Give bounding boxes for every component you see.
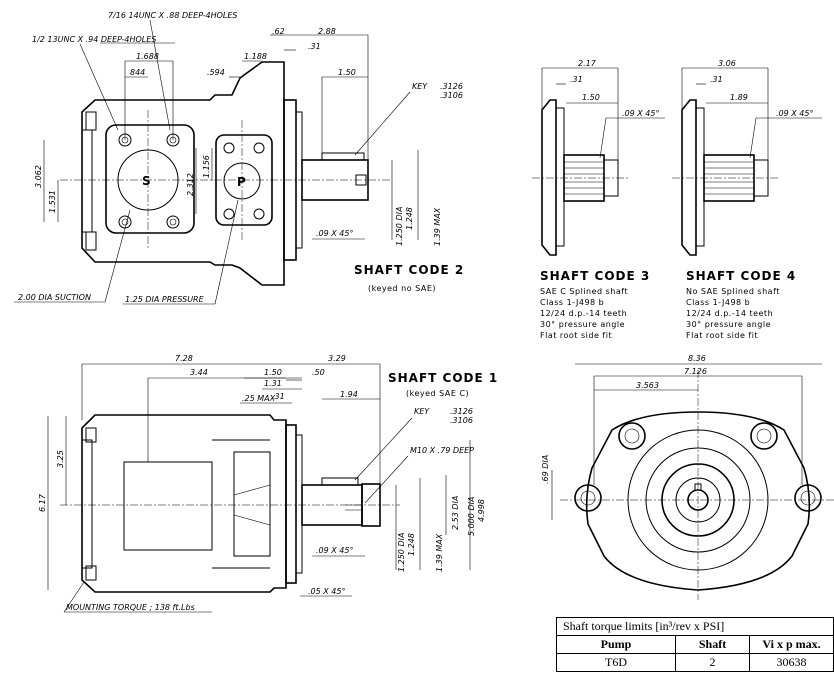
shaft-code-4-title: SHAFT CODE 4 — [686, 269, 796, 283]
m10-label: M10 X .79 DEEP — [410, 446, 474, 455]
c1-dim-728: 7.28 — [175, 354, 193, 363]
c1-dim-131: 1.31 — [264, 379, 282, 388]
c1-key-lo: .3106 — [450, 416, 473, 425]
shaft-code-2-title: SHAFT CODE 2 — [354, 263, 464, 277]
c4-line-1: No SAE Splined shaft — [686, 287, 780, 296]
shaft-code-3-title: SHAFT CODE 3 — [540, 269, 650, 283]
c1-dim-050: .50 — [312, 368, 325, 377]
dim-3062: 3.062 — [34, 165, 43, 188]
view-shaft-code-1: 7.28 3.29 3.44 1.50 .50 1.31 .31 .25 MAX… — [38, 354, 498, 613]
c1-dim-344: 3.44 — [190, 368, 208, 377]
view-shaft-code-2: S P 7/16 14UNC X .88 DEEP-4 — [14, 11, 464, 305]
cell-shaft: 2 — [674, 653, 751, 672]
c4-chamfer: .09 X 45° — [776, 109, 813, 118]
c1-dim-025: .25 MAX — [242, 394, 276, 403]
c1-key-label: KEY — [414, 407, 430, 416]
view-shaft-code-3: 2.17 .31 1.50 .09 X 45° SHAFT CODE 3 SAE… — [532, 59, 665, 340]
dim-288: 2.88 — [318, 27, 336, 36]
c1-dim-150: 1.50 — [264, 368, 282, 377]
dim-150: 1.50 — [338, 68, 356, 77]
front-dim-3563: 3.563 — [636, 381, 659, 390]
chamfer-label: .09 X 45° — [316, 229, 353, 238]
c3-dim-031: .31 — [570, 75, 583, 84]
cell-pump: T6D — [556, 653, 676, 672]
key-hi: .3126 — [440, 82, 463, 91]
dim-1188: 1.188 — [244, 52, 267, 61]
c3-line-5: Flat root side fit — [540, 331, 612, 340]
dim-1156: 1.156 — [202, 155, 211, 178]
view-shaft-code-4: 3.06 .31 1.89 .09 X 45° SHAFT CODE 4 No … — [672, 59, 822, 340]
col-vixp: Vi x p max. — [749, 635, 834, 654]
c1-dia-max: 1.39 MAX — [435, 533, 444, 572]
front-dim-069: .69 DIA — [541, 455, 550, 484]
thread-label-b: 1/2 13UNC X .94 DEEP-4HOLES — [32, 35, 156, 44]
c1-key-hi: .3126 — [450, 407, 473, 416]
port-s-label: S — [142, 174, 152, 188]
dim-2312: 2.312 — [186, 173, 195, 196]
front-dim-7126: 7.126 — [684, 367, 707, 376]
pressure-label: 1.25 DIA PRESSURE — [125, 295, 205, 304]
dim-1531: 1.531 — [48, 190, 57, 213]
front-dim-836: 8.36 — [688, 354, 706, 363]
torque-limits-table: Shaft torque limits [in³/rev x PSI] Pump… — [556, 617, 834, 672]
dim-844: 844 — [130, 68, 145, 77]
c4-line-4: 30° pressure angle — [686, 320, 771, 329]
dia-max: 1.39 MAX — [433, 207, 442, 246]
c4-dim-306: 3.06 — [718, 59, 736, 68]
c1-dim-5000: 5.000 DIA — [467, 497, 476, 536]
dia-hi: 1.250 DIA — [395, 207, 404, 246]
c3-line-1: SAE C Splined shaft — [540, 287, 628, 296]
c1-dim-4998: 4.998 — [477, 499, 486, 522]
c1-dim-617: 6.17 — [38, 493, 47, 512]
c4-dim-189: 1.89 — [730, 93, 748, 102]
col-shaft: Shaft — [674, 635, 751, 654]
c1-chamfer2: .05 X 45° — [308, 587, 345, 596]
view-front: 8.36 7.126 3.563 .69 DIA — [541, 354, 834, 600]
key-lo: .3106 — [440, 91, 463, 100]
c1-dim-194: 1.94 — [340, 390, 358, 399]
dim-1688: 1.688 — [136, 52, 159, 61]
c3-line-2: Class 1-J498 b — [540, 298, 604, 307]
dia-lo: 1.248 — [405, 207, 414, 230]
c1-dim-253: 2.53 DIA — [451, 496, 460, 530]
c4-line-3: 12/24 d.p.-14 teeth — [686, 309, 773, 318]
thread-label-a: 7/16 14UNC X .88 DEEP-4HOLES — [108, 11, 237, 20]
col-pump: Pump — [556, 635, 676, 654]
c1-dim-325: 3.25 — [56, 450, 65, 468]
c3-line-3: 12/24 d.p.-14 teeth — [540, 309, 627, 318]
suction-label: 2.00 DIA SUCTION — [18, 293, 91, 302]
dim-062: .62 — [272, 27, 285, 36]
dim-594: .594 — [207, 68, 225, 77]
c1-dim-329: 3.29 — [328, 354, 346, 363]
c1-dim-031: .31 — [272, 392, 285, 401]
c3-dim-150: 1.50 — [582, 93, 600, 102]
shaft-code-1-subtitle: (keyed SAE C) — [406, 389, 469, 398]
c3-line-4: 30° pressure angle — [540, 320, 625, 329]
c1-dia-hi: 1.250 DIA — [397, 533, 406, 572]
c4-line-2: Class 1-J498 b — [686, 298, 750, 307]
port-p-label: P — [237, 175, 247, 189]
key-label: KEY — [412, 82, 428, 91]
c1-dia-lo: 1.248 — [407, 533, 416, 556]
cell-vixp: 30638 — [749, 653, 834, 672]
c3-dim-217: 2.17 — [578, 59, 597, 68]
torque-table-caption: Shaft torque limits [in³/rev x PSI] — [556, 617, 834, 636]
mounting-torque-label: MOUNTING TORQUE ; 138 ft.Lbs — [66, 603, 195, 612]
shaft-code-2-subtitle: (keyed no SAE) — [368, 284, 436, 293]
dim-031: .31 — [308, 42, 321, 51]
c4-line-5: Flat root side fit — [686, 331, 758, 340]
c1-chamfer: .09 X 45° — [316, 546, 353, 555]
c3-chamfer: .09 X 45° — [622, 109, 659, 118]
c4-dim-031: .31 — [710, 75, 723, 84]
shaft-code-1-title: SHAFT CODE 1 — [388, 371, 498, 385]
